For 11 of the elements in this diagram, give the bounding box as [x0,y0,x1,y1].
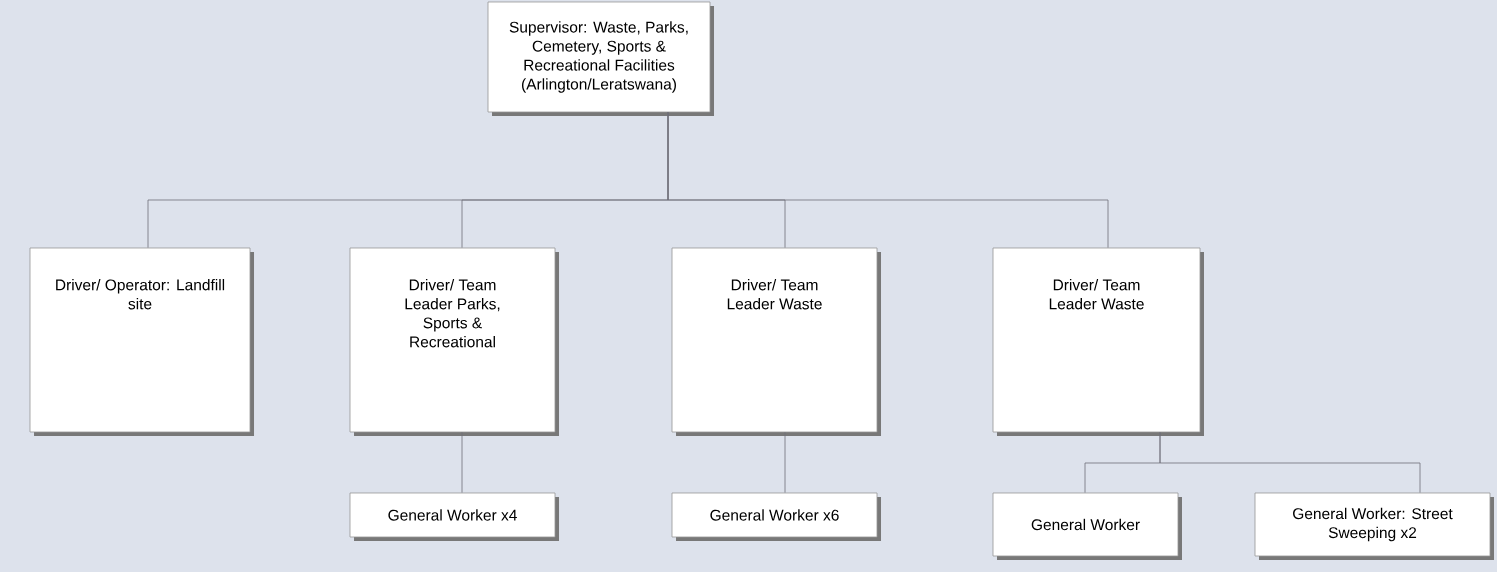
org-box: General Worker [992,492,1182,560]
org-box: Supervisor: Waste, Parks, Cemetery, Sports & Recreational Facilities (Arlington/Leratswana) [487,1,714,116]
org-box: Driver/ Team Leader Parks, Sports & Recreational [349,247,559,436]
org-box: General Worker x6 [671,492,881,541]
connector-line [461,432,463,493]
org-box: General Worker x4 [349,492,559,541]
connector-line [784,432,786,493]
org-box: Driver/ Team Leader Waste [992,247,1204,436]
org-box: Driver/ Team Leader Waste [671,247,881,436]
org-box: General Worker: Street Sweeping x2 [1254,492,1494,560]
org-box: Driver/ Operator: Landfill site [29,247,254,436]
